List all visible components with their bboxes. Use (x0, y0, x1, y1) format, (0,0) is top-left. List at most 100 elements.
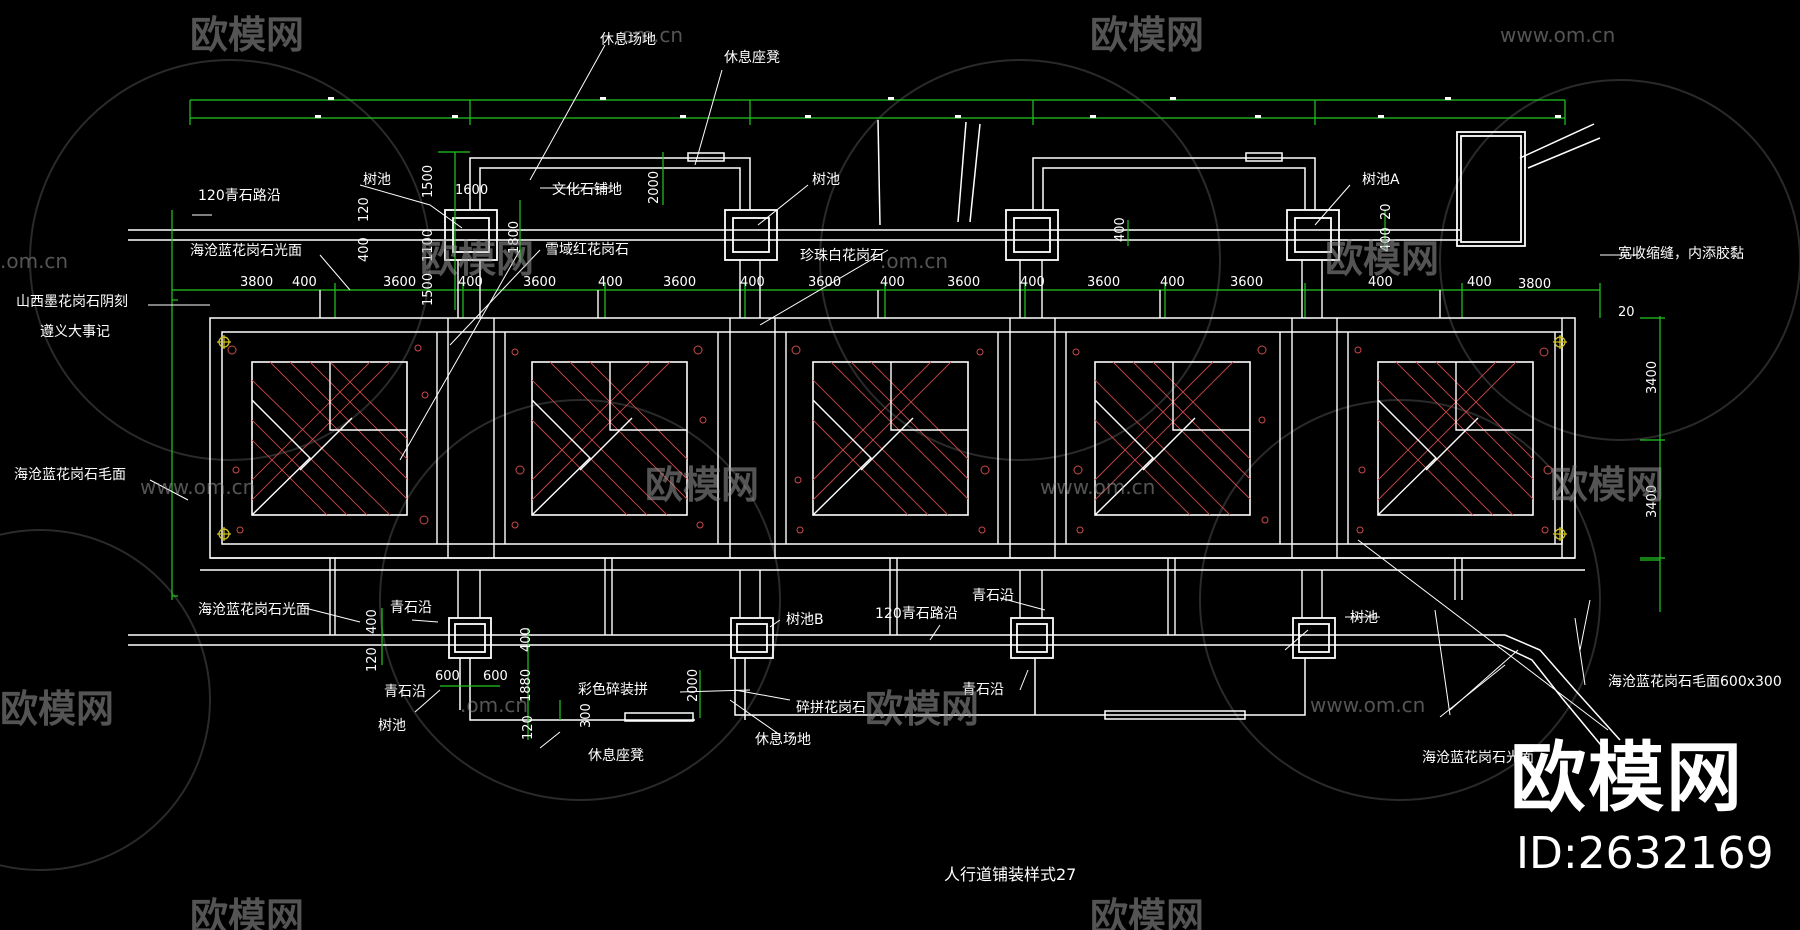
watermark-brand-4: 欧模网 (1325, 237, 1439, 281)
dim-1500-top: 1500 (421, 165, 436, 198)
dim-120-a: 120 (357, 197, 372, 222)
label-bluestone-1: 青石沿 (390, 600, 432, 616)
dim-1800: 1800 (507, 221, 522, 254)
dim-400-h: 400 (1467, 275, 1492, 290)
dim-400-g: 400 (1160, 275, 1185, 290)
corner-markers (217, 335, 1567, 541)
hatched-panels (251, 361, 1534, 516)
watermark-brand-2: 欧模网 (1090, 13, 1204, 57)
watermark-brand-1: 欧模网 (190, 13, 304, 57)
label-shanxi-granite: 山西墨花岗石阴刻 (16, 294, 128, 310)
dim-400-a: 400 (292, 275, 317, 290)
label-tree-pit-4: 树池 (378, 718, 406, 734)
label-culture-paving: 文化石铺地 (552, 182, 622, 198)
dim-3600-f: 3600 (1087, 275, 1120, 290)
dim-20-a: 20 (1379, 203, 1394, 220)
watermark-url-6: www.om.cn (140, 475, 255, 499)
watermark-brand-3: 欧模网 (420, 237, 534, 281)
label-expansion-joint: 宽收缩缝，内添胶黏 (1618, 245, 1744, 262)
dim-3600-c: 3600 (663, 275, 696, 290)
dim-3600-e: 3600 (947, 275, 980, 290)
label-mosaic-granite: 碎拼花岗石 (796, 700, 866, 716)
dim-400-v4: 400 (365, 609, 380, 634)
dim-400-v3: 400 (1379, 227, 1394, 252)
label-bluestone-3: 青石沿 (972, 588, 1014, 604)
dim-2000-bot: 2000 (686, 669, 701, 702)
label-tree-pit-3: 树池 (1350, 610, 1378, 626)
label-rest-area-bottom: 休息场地 (755, 731, 811, 748)
dim-3600-g: 3600 (1230, 275, 1263, 290)
label-zunyi-record: 遵义大事记 (40, 323, 110, 340)
pebble-dots (227, 344, 1553, 534)
drawing-title: 人行道铺装样式27 (944, 865, 1076, 884)
watermark-url-8: www.om.cn (1310, 693, 1425, 717)
dim-400-v2: 400 (1113, 217, 1128, 242)
label-pearl-granite: 珍珠白花岗石 (800, 248, 884, 264)
panel-3 (812, 361, 969, 516)
watermark-brand-5: 欧模网 (645, 463, 759, 507)
top-dimension-chain (189, 99, 1566, 125)
dim-1100: 1100 (421, 229, 436, 262)
watermark-circles (0, 59, 1800, 871)
label-granite-polished-bottom: 海沧蓝花岗石光面 (198, 601, 310, 618)
label-tree-pit-1: 树池 (363, 172, 391, 188)
label-colored-mosaic: 彩色碎装拼 (578, 681, 648, 698)
dim-120-c: 120 (521, 715, 536, 740)
dim-300: 300 (579, 703, 594, 728)
dim-400-v5: 400 (519, 627, 534, 652)
dim-2000-top: 2000 (647, 171, 662, 204)
watermark-brand-8: 欧模网 (865, 687, 979, 731)
top-tree-pits (444, 131, 1526, 261)
panel-dividers (436, 318, 1563, 558)
connector-posts (319, 260, 1463, 635)
dim-600-b: 600 (483, 669, 508, 684)
top-dim-ticks (315, 97, 1561, 118)
watermark-url-1: .om.cn (615, 23, 683, 47)
watermark-url-3: .om.cn (0, 249, 68, 273)
label-bluestone-2: 青石沿 (384, 684, 426, 700)
dim-1600: 1600 (455, 183, 488, 198)
panel-5 (1377, 361, 1534, 516)
watermark-url-5: www.om.cn (1040, 475, 1155, 499)
watermark-url-7: .om.cn (460, 693, 528, 717)
label-granite-polished-right: 海沧蓝花岗石光面 (1422, 749, 1534, 766)
dim-3800-left: 3800 (240, 275, 273, 290)
label-rest-bench-top: 休息座凳 (724, 49, 780, 66)
dim-20-right: 20 (1618, 305, 1635, 320)
dim-1500-mid: 1500 (421, 273, 436, 306)
panel-1 (251, 361, 408, 516)
dim-3600-h: 400 (1368, 275, 1393, 290)
bottom-dims (381, 559, 1660, 740)
dim-400-c: 400 (598, 275, 623, 290)
leader-lines (148, 44, 1640, 749)
watermark-url-4: .om.cn (880, 249, 948, 273)
watermark-url-2: www.om.cn (1500, 23, 1615, 47)
watermark-brand-6: 欧模网 (1550, 463, 1664, 507)
dim-3400-b: 3400 (1645, 485, 1660, 518)
label-red-granite: 雪域红花岗石 (545, 242, 629, 258)
label-granite-rough-left: 海沧蓝花岗石毛面 (14, 466, 126, 483)
watermark-brand-10: 欧模网 (1090, 895, 1204, 930)
dim-1880: 1880 (519, 669, 534, 702)
label-tree-pit-b: 树池B (786, 612, 824, 628)
label-tree-pit-a: 树池A (1362, 172, 1400, 188)
dim-400-f: 400 (1020, 275, 1045, 290)
watermarks: 欧模网 欧模网 欧模网 欧模网 欧模网 欧模网 欧模网 欧模网 .om.cn w… (0, 13, 1664, 930)
bottom-curb-lines (128, 634, 1621, 751)
dim-600-a: 600 (435, 669, 460, 684)
panel-2 (531, 361, 688, 516)
label-granite-polished-top: 海沧蓝花岗石光面 (190, 242, 302, 259)
watermark-brand-7: 欧模网 (0, 687, 114, 731)
label-curb-top: 120青石路沿 (198, 188, 281, 204)
bottom-tree-pits (448, 617, 1336, 659)
middle-dimension-chain (171, 151, 1665, 612)
dim-3600-a: 3600 (383, 275, 416, 290)
label-curb-bottom: 120青石路沿 (875, 606, 958, 622)
brand-block: 欧模网 ID:2632169 (1510, 740, 1800, 890)
dim-400-b: 400 (458, 275, 483, 290)
top-curb-lines (128, 119, 1601, 241)
dim-3600-b: 3600 (523, 275, 556, 290)
top-bench-outlines (469, 152, 1316, 210)
dim-3800-right: 3800 (1518, 277, 1551, 292)
